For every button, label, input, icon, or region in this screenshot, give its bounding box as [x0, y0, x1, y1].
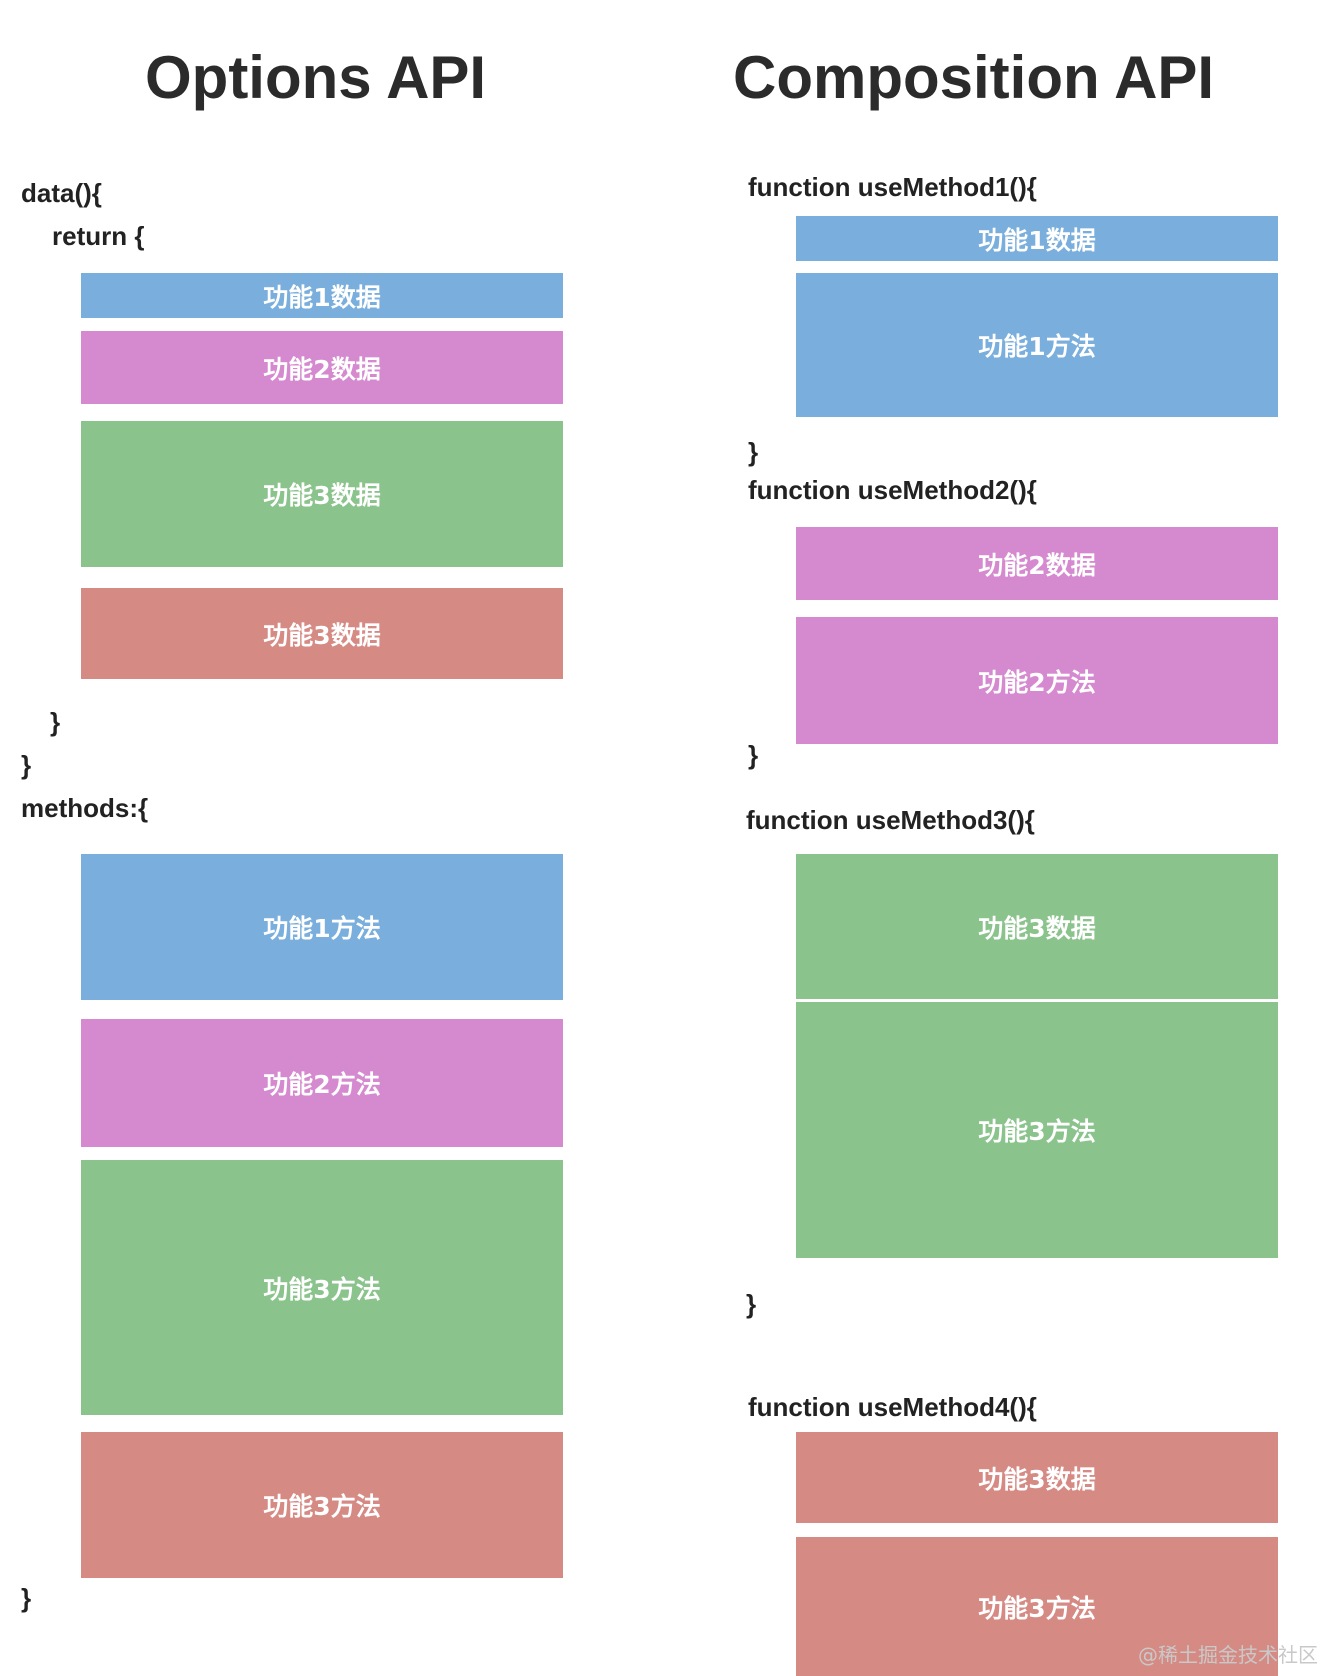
left-data-block-1: 功能1数据 — [81, 273, 563, 318]
left-data-block-4: 功能3数据 — [81, 588, 563, 679]
use-method-3-data-block: 功能3数据 — [796, 854, 1278, 999]
use-method-4-signature: function useMethod4(){ — [748, 1392, 1037, 1422]
methods-close: } — [21, 1583, 32, 1613]
return-close: } — [50, 707, 61, 737]
use-method-3-close: } — [746, 1289, 757, 1319]
use-method-1-data-block: 功能1数据 — [796, 216, 1278, 261]
use-method-4-data-block: 功能3数据 — [796, 1432, 1278, 1523]
left-data-block-3: 功能3数据 — [81, 421, 563, 567]
use-method-1-signature: function useMethod1(){ — [748, 172, 1037, 202]
watermark: @稀土掘金技术社区 — [1138, 1643, 1318, 1667]
use-method-2-method-block: 功能2方法 — [796, 617, 1278, 744]
data-close: } — [21, 750, 32, 780]
composition-api-title: Composition API — [733, 44, 1215, 111]
left-method-block-4: 功能3方法 — [81, 1432, 563, 1578]
left-method-block-1: 功能1方法 — [81, 854, 563, 1000]
use-method-2-close: } — [748, 740, 759, 770]
use-method-3-method-block: 功能3方法 — [796, 1002, 1278, 1258]
use-method-2-signature: function useMethod2(){ — [748, 475, 1037, 505]
left-data-block-2: 功能2数据 — [81, 331, 563, 404]
use-method-4-method-block: 功能3方法 — [796, 1537, 1278, 1676]
use-method-2-data-block: 功能2数据 — [796, 527, 1278, 600]
left-method-block-3: 功能3方法 — [81, 1160, 563, 1415]
methods-open: methods:{ — [21, 793, 149, 823]
use-method-3-signature: function useMethod3(){ — [746, 805, 1035, 835]
return-open: return { — [52, 221, 145, 251]
use-method-1-close: } — [748, 437, 759, 467]
options-api-title: Options API — [145, 44, 487, 111]
left-method-block-2: 功能2方法 — [81, 1019, 563, 1147]
use-method-1-method-block: 功能1方法 — [796, 273, 1278, 417]
data-open: data(){ — [21, 178, 102, 208]
